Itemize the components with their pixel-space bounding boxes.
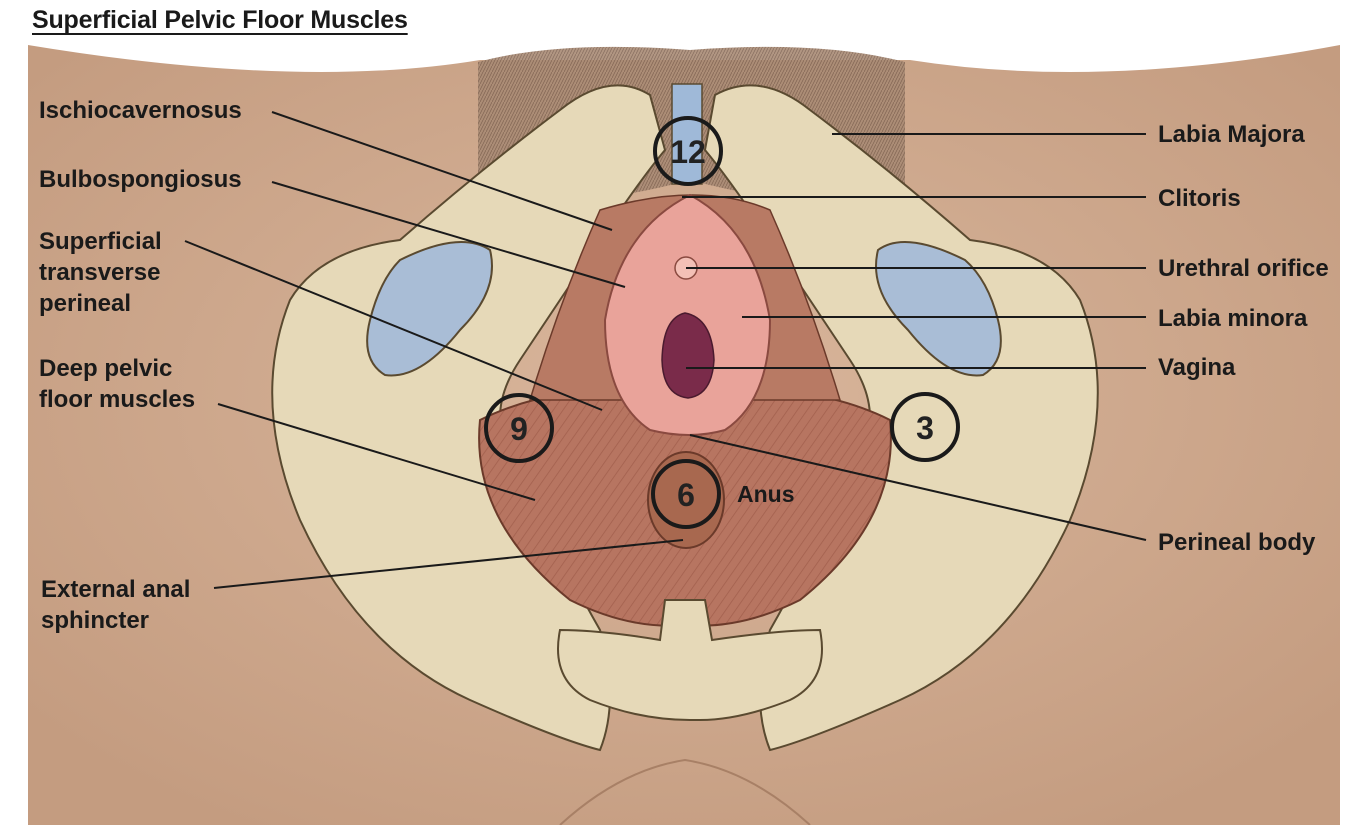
label-labia-majora: Labia Majora <box>1158 121 1305 148</box>
label-line: External anal <box>41 576 191 603</box>
label-line: Superficial <box>39 228 162 255</box>
sacrum-coccyx <box>557 599 823 721</box>
label-urethral-orifice: Urethral orifice <box>1158 255 1329 282</box>
label-line: floor muscles <box>39 386 196 413</box>
vaginal-opening <box>661 312 715 399</box>
label-labia-minora: Labia minora <box>1158 305 1308 332</box>
label-external-anal-sphincter: External anal sphincter <box>41 574 190 636</box>
marker-3: 3 <box>916 410 934 446</box>
label-vagina: Vagina <box>1158 354 1236 381</box>
marker-12-circle <box>653 116 723 186</box>
marker-3-circle <box>890 392 960 462</box>
leader-lines <box>184 111 1147 589</box>
marker-6: 6 <box>677 477 695 513</box>
label-deep-pelvic-floor-muscles: Deep pelvic floor muscles <box>39 353 195 415</box>
diagram-title: Superficial Pelvic Floor Muscles <box>32 6 408 34</box>
label-superficial-transverse-perineal: Superficial transverse perineal <box>39 226 162 319</box>
marker-12: 12 <box>670 134 706 170</box>
label-line: sphincter <box>41 607 150 634</box>
anus-label: Anus <box>737 481 795 507</box>
gluteal-cleft <box>559 758 811 825</box>
label-line: Deep pelvic <box>39 355 173 382</box>
label-perineal-body: Perineal body <box>1158 529 1316 556</box>
clock-marker-circles <box>484 116 960 529</box>
label-clitoris: Clitoris <box>1158 185 1241 212</box>
marker-9: 9 <box>510 411 528 447</box>
label-line: perineal <box>39 290 132 317</box>
label-bulbospongiosus: Bulbospongiosus <box>39 166 242 193</box>
anus-shape <box>647 451 725 549</box>
label-line: transverse <box>39 259 161 286</box>
marker-9-circle <box>484 393 554 463</box>
label-ischiocavernosus: Ischiocavernosus <box>39 97 242 124</box>
marker-6-circle <box>651 459 721 529</box>
